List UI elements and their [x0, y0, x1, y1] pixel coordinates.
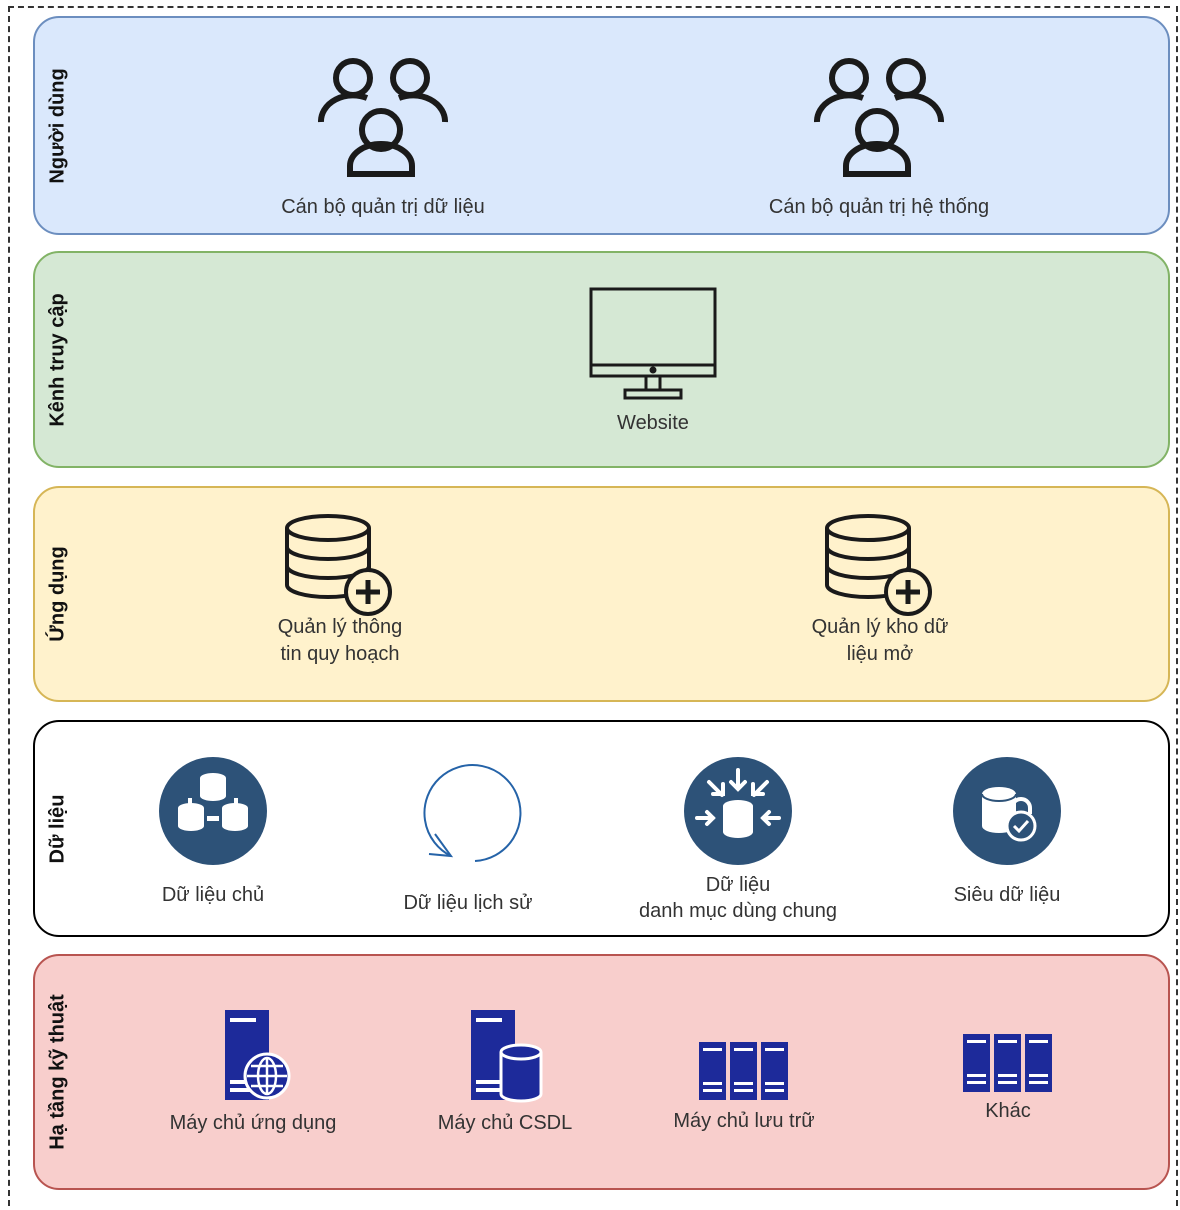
- label-planning-info-line1: Quản lý thông: [277, 616, 403, 638]
- label-system-admin: Cán bộ quản trị hệ thống: [768, 196, 990, 218]
- label-open-data-line2: liệu mở: [846, 643, 914, 665]
- outer-frame-right: [1176, 6, 1178, 1206]
- layer-title-infra-text: Hạ tầng kỹ thuật: [46, 994, 69, 1150]
- item-app-server: Máy chủ ứng dụng: [153, 1008, 353, 1137]
- layer-title-channels-text: Kênh truy cập: [46, 292, 69, 427]
- label-db-server: Máy chủ CSDL: [437, 1112, 573, 1134]
- label-metadata: Siêu dữ liệu: [953, 884, 1061, 906]
- layer-infra: Hạ tầng kỹ thuật Máy chủ ứng dụng: [33, 954, 1170, 1190]
- label-shared-data-line1: Dữ liệu: [705, 874, 771, 896]
- label-shared-data-line2: danh mục dùng chung: [639, 900, 837, 922]
- layer-channels: Kênh truy cập Website: [33, 251, 1170, 468]
- label-planning-info-line2: tin quy hoạch: [280, 643, 400, 665]
- label-open-data-line1: Quản lý kho dữ: [811, 616, 949, 638]
- layer-title-users: Người dùng: [35, 18, 81, 233]
- layer-title-channels: Kênh truy cập: [35, 253, 81, 466]
- label-storage-server: Máy chủ lưu trữ: [673, 1110, 815, 1132]
- layer-users: Người dùng Cán bộ quản trị dữ liệu Cán b…: [33, 16, 1170, 235]
- item-db-server: Máy chủ CSDL: [415, 1008, 595, 1137]
- label-open-data: Quản lý kho dữ liệu mở: [795, 614, 965, 668]
- server-rack-icon: [963, 1034, 1052, 1092]
- database-add-icon: [825, 514, 932, 616]
- layer-title-users-text: Người dùng: [46, 67, 69, 184]
- layer-data: Dữ liệu Dữ liệu chủ Dữ liệu lịch sử: [33, 720, 1170, 937]
- shared-data-icon: [684, 757, 792, 865]
- item-metadata: Siêu dữ liệu: [922, 756, 1092, 909]
- layer-title-data: Dữ liệu: [35, 722, 81, 935]
- storage-server-icon: [699, 1042, 788, 1100]
- user-group-icon: [318, 58, 448, 177]
- layer-title-apps: Ứng dụng: [35, 488, 81, 700]
- metadata-lock-icon: [953, 757, 1061, 865]
- label-app-server: Máy chủ ứng dụng: [169, 1112, 337, 1134]
- label-website: Website: [617, 412, 689, 434]
- layer-title-infra: Hạ tầng kỹ thuật: [35, 956, 81, 1188]
- item-system-admin: Cán bộ quản trị hệ thống: [749, 50, 1009, 221]
- item-storage-server: Máy chủ lưu trữ: [649, 1040, 839, 1135]
- layer-title-data-text: Dữ liệu: [46, 794, 69, 863]
- label-history-data: Dữ liệu lịch sử: [403, 892, 533, 914]
- monitor-icon: [589, 287, 717, 400]
- item-shared-data: Dữ liệu danh mục dùng chung: [613, 756, 863, 924]
- item-planning-info: Quản lý thông tin quy hoạch: [255, 512, 425, 668]
- item-other: Khác: [913, 1032, 1103, 1125]
- item-history-data: Dữ liệu lịch sử: [383, 760, 553, 917]
- item-data-admin: Cán bộ quản trị dữ liệu: [263, 50, 503, 221]
- layer-apps: Ứng dụng Quản lý thông tin quy hoạch Quả…: [33, 486, 1170, 702]
- master-data-icon: [159, 757, 267, 865]
- label-shared-data: Dữ liệu danh mục dùng chung: [613, 872, 863, 924]
- refresh-circle-icon: [423, 764, 522, 862]
- label-other: Khác: [985, 1100, 1031, 1122]
- web-server-icon: [225, 1010, 291, 1100]
- item-website: Website: [573, 287, 733, 437]
- outer-frame: [8, 6, 1170, 1206]
- database-add-icon: [285, 514, 392, 616]
- layer-title-apps-text: Ứng dụng: [46, 546, 69, 642]
- database-server-icon: [471, 1010, 543, 1103]
- user-group-icon: [814, 58, 944, 177]
- item-master-data: Dữ liệu chủ: [133, 756, 293, 909]
- item-open-data: Quản lý kho dữ liệu mở: [795, 512, 965, 668]
- label-master-data: Dữ liệu chủ: [161, 884, 265, 906]
- label-planning-info: Quản lý thông tin quy hoạch: [255, 614, 425, 668]
- label-data-admin: Cán bộ quản trị dữ liệu: [281, 196, 485, 218]
